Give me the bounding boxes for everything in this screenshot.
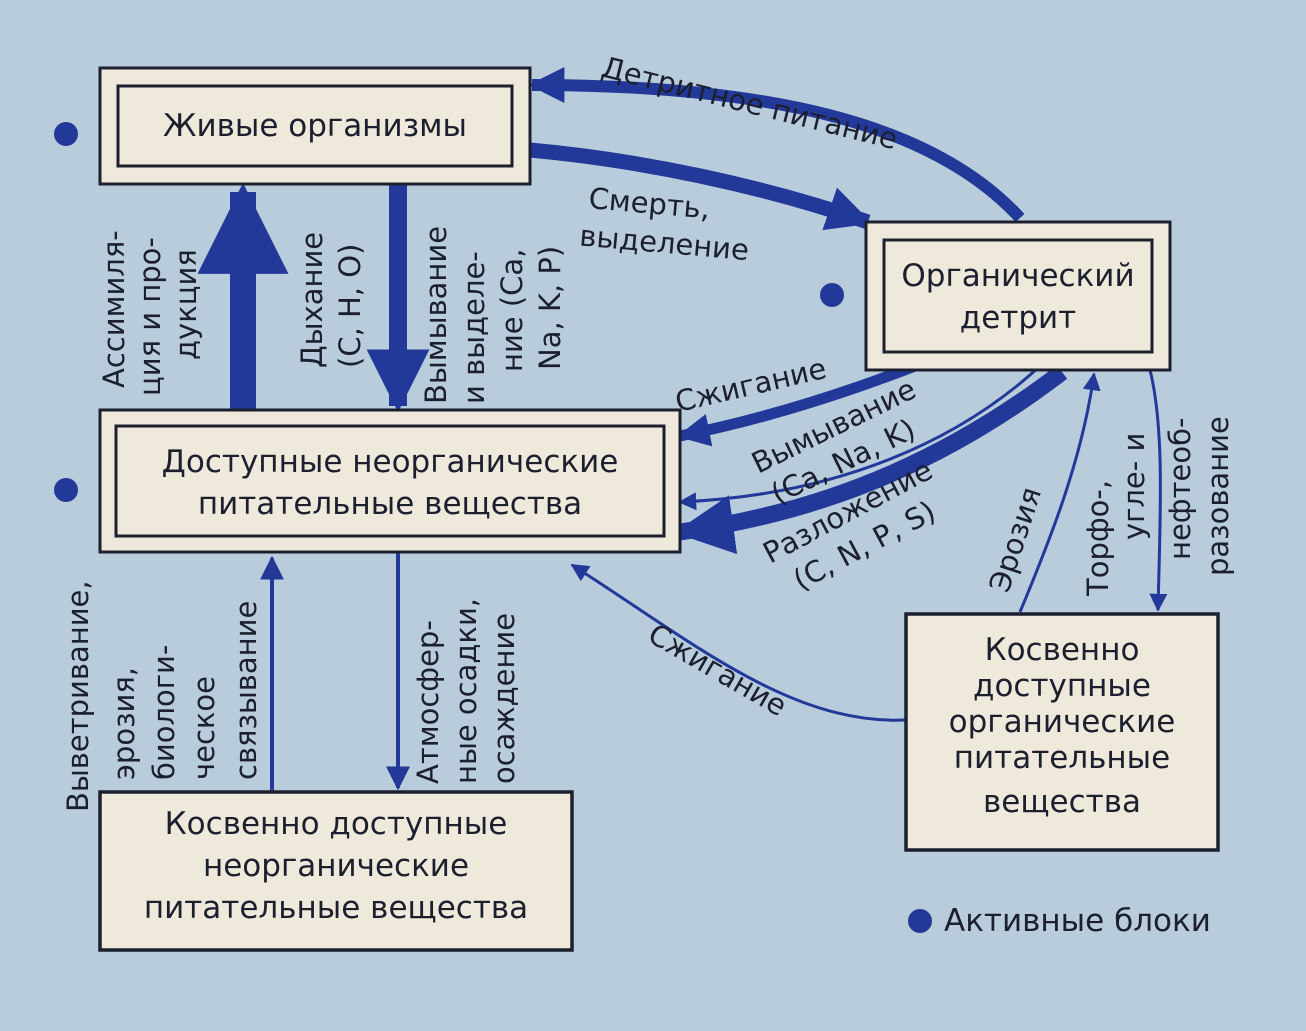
active-block-dot-living <box>54 122 78 146</box>
label-assimilation: Ассимиля- ция и про- дукция <box>97 230 203 396</box>
box-indirect-inorganic-label-1: Косвенно доступные <box>165 806 508 842</box>
active-block-dot-available <box>54 478 78 502</box>
label-precipitation-2: ные осадки, <box>449 598 483 784</box>
label-erosion: Эрозия <box>982 483 1048 596</box>
label-assimilation-1: Ассимиля- <box>97 230 131 388</box>
label-fossil-formation: Торфо-, угле- и нефтеоб- разование <box>1081 416 1235 597</box>
label-weathering: Выветривание, эрозия, биологи- ческое св… <box>61 580 263 812</box>
label-assimilation-3: дукция <box>169 249 203 360</box>
label-precipitation-1: Атмосфер- <box>411 620 445 784</box>
label-assimilation-2: ция и про- <box>133 237 167 396</box>
box-indirect-inorganic-label-2: неорганические <box>203 848 469 884</box>
arrow-fossil-formation <box>1148 369 1168 612</box>
box-available-inorganic: Доступные неорганические питательные вещ… <box>98 408 682 554</box>
active-block-dot-detritus <box>820 283 844 307</box>
legend-dot <box>908 909 932 933</box>
arrow-burning-indirect <box>570 563 906 722</box>
label-fossil-formation-2: угле- и <box>1117 433 1151 540</box>
label-precipitation: Атмосфер- ные осадки, осаждение <box>411 598 521 784</box>
box-living-organisms: Живые организмы <box>98 66 532 186</box>
label-death-excretion-2: выделение <box>578 218 750 267</box>
label-fossil-formation-4: разование <box>1201 416 1235 576</box>
box-organic-detritus-label-1: Органический <box>901 258 1134 294</box>
box-indirect-organic-label-2: доступные <box>973 668 1151 704</box>
label-weathering-5: связывание <box>229 601 263 780</box>
label-death-excretion-1: Смерть, <box>587 181 711 225</box>
label-weathering-3: биологи- <box>147 645 181 780</box>
box-indirect-organic-label-4: питательные <box>954 740 1171 776</box>
arrow-burning-detritus <box>676 360 917 447</box>
arrow-leaching-detritus <box>678 364 1042 511</box>
label-leaching-excretion-2: и выделе- <box>457 251 491 404</box>
label-respiration: Дыхание (C, H, O) <box>295 232 367 368</box>
box-organic-detritus: Органический детрит <box>864 220 1172 372</box>
box-available-inorganic-label-1: Доступные неорганические <box>162 444 619 480</box>
arrow-detrital-feeding <box>528 67 1025 223</box>
label-respiration-1: Дыхание <box>295 232 329 368</box>
box-indirect-inorganic: Косвенно доступные неорганические питате… <box>98 790 574 952</box>
box-indirect-organic-label-5: вещества <box>983 784 1141 820</box>
label-detrital-feeding: Детритное питание <box>598 50 901 156</box>
label-weathering-1: Выветривание, <box>61 580 95 812</box>
label-precipitation-3: осаждение <box>487 613 521 784</box>
label-fossil-formation-1: Торфо-, <box>1081 480 1115 597</box>
box-indirect-organic-label-1: Косвенно <box>985 632 1140 668</box>
label-burning-indirect: Сжигание <box>643 617 793 723</box>
label-leaching-excretion-3: ние (Ca, <box>495 249 529 372</box>
label-leaching-excretion-1: Вымывание <box>419 226 453 404</box>
label-leaching-excretion: Вымывание и выделе- ние (Ca, Na, K, P) <box>419 226 567 404</box>
box-organic-detritus-label-2: детрит <box>960 300 1076 336</box>
label-weathering-4: ческое <box>187 676 221 780</box>
box-available-inorganic-label-2: питательные вещества <box>198 486 582 522</box>
label-fossil-formation-3: нефтеоб- <box>1163 418 1197 560</box>
box-indirect-organic: Косвенно доступные органические питатель… <box>904 612 1220 852</box>
arrow-decomposition <box>674 365 1068 555</box>
label-death-excretion: Смерть, выделение <box>578 181 750 267</box>
arrow-death-excretion <box>529 142 873 231</box>
arrow-erosion <box>1018 372 1101 613</box>
legend: Активные блоки <box>908 903 1211 939</box>
label-respiration-2: (C, H, O) <box>333 244 367 368</box>
legend-label: Активные блоки <box>944 903 1211 939</box>
label-leaching-excretion-4: Na, K, P) <box>533 246 567 370</box>
box-living-organisms-label: Живые организмы <box>163 108 467 144</box>
box-indirect-organic-label-3: органические <box>949 704 1176 740</box>
box-indirect-inorganic-label-3: питательные вещества <box>144 890 528 926</box>
label-weathering-2: эрозия, <box>107 667 141 780</box>
